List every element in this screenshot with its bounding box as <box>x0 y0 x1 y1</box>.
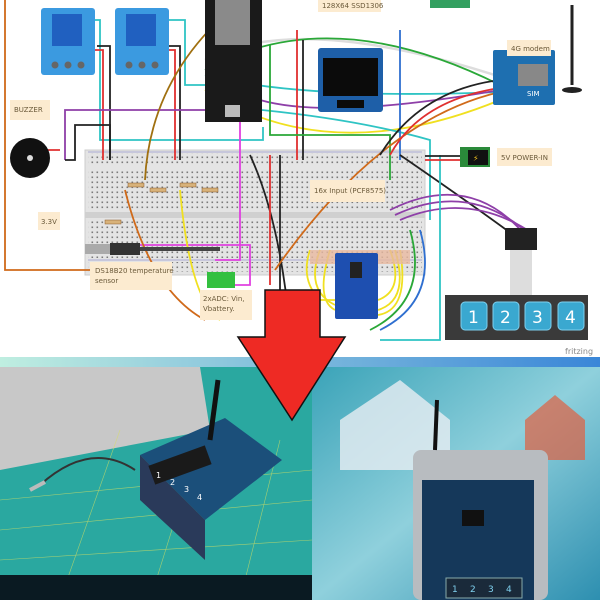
connector-top <box>430 0 470 8</box>
left-photo-key-4: 4 <box>197 493 202 502</box>
oled-label-box <box>318 0 381 12</box>
antenna-icon <box>562 5 582 93</box>
keypad-keys: 1 2 3 4 <box>460 301 585 331</box>
power-jack: ⚡ <box>460 147 490 167</box>
right-photo-key-3: 3 <box>488 585 494 595</box>
left-photo-key-2: 2 <box>170 478 175 487</box>
modem-label: 4G modem <box>511 45 550 53</box>
power-label: 5V POWER-IN <box>501 154 548 162</box>
pcf8575-board <box>335 253 378 319</box>
oled-label: 128X64 SSD1306 <box>322 2 384 10</box>
v33-label: 3.3V <box>41 218 57 226</box>
keypad-key-1[interactable] <box>460 301 488 331</box>
input-label-box <box>310 180 385 202</box>
fritzing-watermark: fritzing <box>565 347 593 356</box>
right-photo-key-2: 2 <box>470 585 476 595</box>
v33-label-box <box>38 212 60 230</box>
adc-label-1: 2xADC: Vin, <box>203 295 245 303</box>
keypad-key-4[interactable] <box>557 301 585 331</box>
input-label: 16x Input (PCF8575) <box>314 187 386 195</box>
left-photo-key-1: 1 <box>156 471 161 480</box>
modem-label-box <box>507 40 551 56</box>
esp32-board <box>205 0 262 122</box>
left-photo-key-3: 3 <box>184 485 189 494</box>
keypad-key-2-label: 2 <box>500 308 511 328</box>
keypad-key-4-label: 4 <box>565 308 576 328</box>
sim-label: SIM <box>527 90 540 98</box>
keypad-key-3-label: 3 <box>532 308 543 328</box>
adc-terminal <box>207 272 235 288</box>
modem-board <box>493 50 555 105</box>
buzzer-label-box <box>10 100 50 120</box>
keypad-key-1-label: 1 <box>468 308 479 328</box>
ds18b20-label-2: sensor <box>95 277 118 285</box>
power-label-box <box>497 148 552 166</box>
adc-label-box <box>200 290 252 320</box>
ds18b20-label-box <box>90 262 172 290</box>
buzzer-label: BUZZER <box>14 106 43 114</box>
left-photo: 1 2 3 4 <box>0 367 313 600</box>
right-photo: 1 2 3 4 <box>312 367 600 600</box>
relay-module-1 <box>41 8 95 75</box>
resistors <box>104 182 219 225</box>
keypad-key-3[interactable] <box>524 301 552 331</box>
wires <box>4 0 536 341</box>
ds18b20-label-1: DS18B20 temperature <box>95 267 174 275</box>
relay-module-2 <box>115 8 169 75</box>
ds18b20-probe <box>85 243 220 255</box>
right-photo-key-1: 1 <box>452 585 458 595</box>
right-photo-key-4: 4 <box>506 585 512 595</box>
buzzer <box>10 138 50 178</box>
svg-text:⚡: ⚡ <box>473 154 479 163</box>
down-arrow-icon <box>236 289 347 422</box>
breadboard <box>84 149 426 276</box>
keypad-connector <box>505 228 537 295</box>
keypad-key-2[interactable] <box>492 301 520 331</box>
oled-display <box>318 48 383 112</box>
adc-label-2: Vbattery. <box>203 305 235 313</box>
